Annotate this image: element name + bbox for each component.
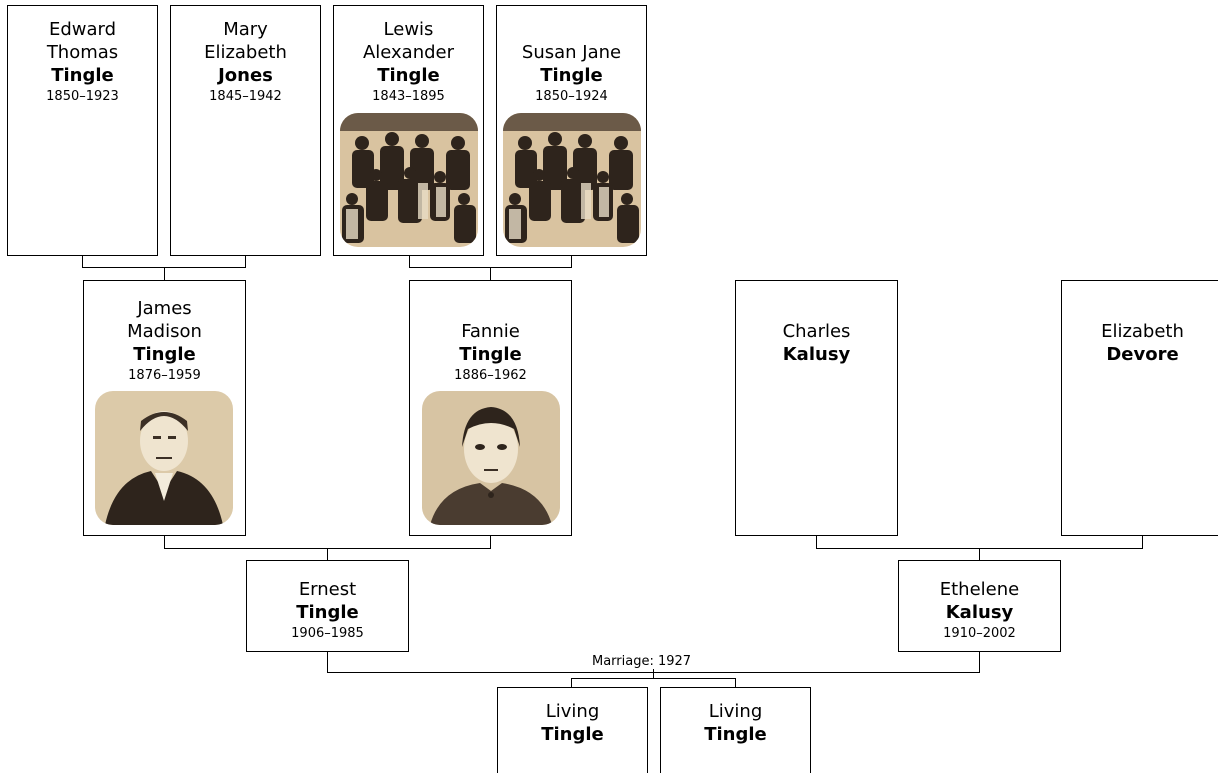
person-card-elizabeth[interactable]: Elizabeth Devore: [1061, 280, 1218, 536]
surname: Kalusy: [782, 344, 851, 365]
portrait-photo: [95, 391, 233, 525]
given-name: Mary Elizabeth: [204, 19, 287, 63]
given-name: Ernest: [298, 579, 357, 600]
person-card-charles[interactable]: Charles Kalusy: [735, 280, 898, 536]
surname: Tingle: [459, 344, 522, 365]
life-dates: 1843–1895: [372, 89, 445, 104]
life-dates: 1886–1962: [454, 368, 527, 383]
surname: Tingle: [541, 724, 604, 745]
given-name: Fannie: [461, 321, 520, 342]
person-card-susan[interactable]: Susan Jane Tingle 1850–1924: [496, 5, 647, 256]
life-dates: 1845–1942: [209, 89, 282, 104]
person-card-james[interactable]: James Madison Tingle 1876–1959: [83, 280, 246, 536]
person-card-edward[interactable]: Edward Thomas Tingle 1850–1923: [7, 5, 158, 256]
surname: Tingle: [704, 724, 767, 745]
family-group-photo: [340, 113, 478, 247]
given-name: Living: [708, 701, 763, 722]
surname: Tingle: [540, 65, 603, 86]
given-name: Edward Thomas: [46, 19, 119, 63]
given-name: Lewis Alexander: [362, 19, 455, 63]
given-name: Living: [545, 701, 600, 722]
surname: Tingle: [296, 602, 359, 623]
surname: Jones: [218, 65, 273, 86]
person-card-mary[interactable]: Mary Elizabeth Jones 1845–1942: [170, 5, 321, 256]
person-card-child-2[interactable]: Living Tingle: [660, 687, 811, 773]
given-name: Susan Jane: [521, 42, 622, 63]
life-dates: 1906–1985: [291, 626, 364, 641]
given-name: Ethelene: [939, 579, 1020, 600]
family-group-photo: [503, 113, 641, 247]
person-card-ernest[interactable]: Ernest Tingle 1906–1985: [246, 560, 409, 652]
person-card-child-1[interactable]: Living Tingle: [497, 687, 648, 773]
given-name: Charles: [782, 321, 851, 342]
life-dates: 1876–1959: [128, 368, 201, 383]
given-name: James Madison: [127, 298, 202, 342]
portrait-photo: [422, 391, 560, 525]
surname: Tingle: [133, 344, 196, 365]
life-dates: 1910–2002: [943, 626, 1016, 641]
person-card-fannie[interactable]: Fannie Tingle 1886–1962: [409, 280, 572, 536]
person-card-ethelene[interactable]: Ethelene Kalusy 1910–2002: [898, 560, 1061, 652]
surname: Tingle: [377, 65, 440, 86]
given-name: Elizabeth: [1101, 321, 1184, 342]
life-dates: 1850–1924: [535, 89, 608, 104]
marriage-label: Marriage: 1927: [590, 654, 694, 669]
person-card-lewis[interactable]: Lewis Alexander Tingle 1843–1895: [333, 5, 484, 256]
life-dates: 1850–1923: [46, 89, 119, 104]
surname: Tingle: [51, 65, 114, 86]
surname: Devore: [1106, 344, 1179, 365]
surname: Kalusy: [945, 602, 1014, 623]
